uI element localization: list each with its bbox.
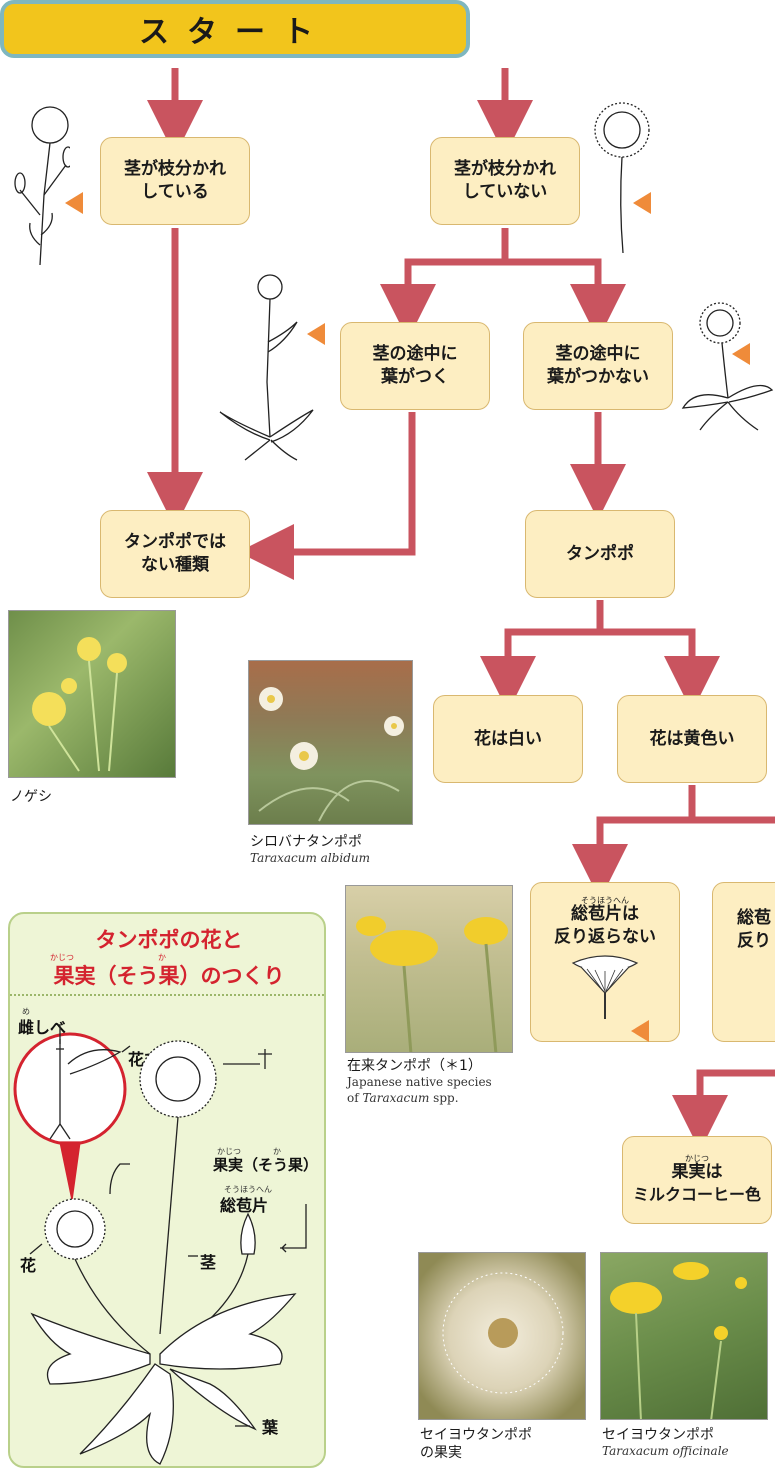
box-dandelion: タンポポ xyxy=(525,510,675,598)
caption-english: Japanese native species xyxy=(347,1075,492,1090)
caption-scientific: Taraxacum officinale xyxy=(602,1444,729,1459)
ruby-text: そうほうへん xyxy=(581,896,629,905)
branched-plant-drawing xyxy=(14,106,70,266)
panel-title-line2: 果実（そう果）のつくり xyxy=(53,964,285,988)
label-pistil: 雌しべ xyxy=(18,1018,67,1037)
box-line: 果実は xyxy=(671,1161,723,1182)
pointer-icon xyxy=(631,1020,649,1042)
caption-japanese: 在来タンポポ（＊1） xyxy=(347,1058,482,1074)
box-line: 花は黄色い xyxy=(649,728,735,749)
pointer-icon xyxy=(307,323,325,345)
photo-zairai xyxy=(345,885,513,1053)
box-line: 総苞片は xyxy=(571,904,639,924)
box-line: タンポポ xyxy=(566,543,634,564)
ruby-text: め xyxy=(22,1007,30,1016)
box-stem-branched: 茎が枝分かれ している xyxy=(100,137,250,225)
box-line: 葉がつかない xyxy=(547,367,649,387)
pointer-icon xyxy=(633,192,651,214)
box-line: していない xyxy=(462,182,548,202)
start-banner: スタート xyxy=(0,0,470,58)
leafy-stem-plant-drawing xyxy=(219,274,314,461)
caption-seiyou-fruit: セイヨウタンポポ の果実 xyxy=(420,1426,532,1462)
box-line: している xyxy=(141,182,209,202)
box-line: タンポポでは xyxy=(124,532,226,553)
box-leaves-on-stem: 茎の途中に 葉がつく xyxy=(340,322,490,410)
ruby-text: そうほうへん xyxy=(224,1185,272,1194)
photo-seiyou xyxy=(600,1252,768,1420)
box-line: 茎が枝分かれ xyxy=(454,159,556,180)
yellow-flowers-icon xyxy=(610,1262,747,1419)
caption-seiyou: セイヨウタンポポ Taraxacum officinale xyxy=(602,1426,729,1460)
box-line: 茎の途中に xyxy=(555,344,641,365)
photo-nogeshi xyxy=(8,610,176,778)
caption-shirobana: シロバナタンポポ Taraxacum albidum xyxy=(250,833,370,867)
caption-italic: Taraxacum xyxy=(362,1090,430,1105)
box-line: 反り xyxy=(737,930,771,951)
label-fruit: 果実（そう果） xyxy=(213,1156,319,1174)
ruby-text: かじつ xyxy=(50,953,74,962)
box-yellow-flower: 花は黄色い xyxy=(617,695,767,783)
caption-text: spp. xyxy=(429,1090,459,1105)
dandelion-anatomy-drawing xyxy=(13,1024,307,1465)
white-flowers-icon xyxy=(258,687,404,822)
box-line: 葉がつく xyxy=(381,367,449,387)
ruby-text: かじつ か xyxy=(217,1147,281,1156)
panel-title-line1: タンポポの花と xyxy=(95,928,243,952)
box-bracts-not-reflexed: そうほうへん 総苞片は 反り返らない xyxy=(530,882,680,1042)
yellow-flowers-icon xyxy=(356,916,508,1052)
box-not-dandelion: タンポポでは ない種類 xyxy=(100,510,250,598)
box-line: ない種類 xyxy=(141,555,209,575)
caption-zairai: 在来タンポポ（＊1） Japanese native species of Ta… xyxy=(347,1057,492,1106)
box-fruit-milk-coffee: かじつ 果実は ミルクコーヒー色 xyxy=(622,1136,772,1224)
yellow-flowers-icon xyxy=(32,637,127,772)
ruby-text: かじつ xyxy=(685,1153,709,1163)
caption-scientific: Taraxacum albidum xyxy=(250,851,370,866)
caption-japanese: シロバナタンポポ xyxy=(250,834,362,850)
flowerhead-bracts-closed-icon xyxy=(571,955,639,1019)
box-line: 反り返らない xyxy=(554,926,656,947)
divider xyxy=(10,994,324,996)
box-white-flower: 花は白い xyxy=(433,695,583,783)
box-line: 茎が枝分かれ xyxy=(124,159,226,180)
box-line: ミルクコーヒー色 xyxy=(632,1184,761,1204)
ruby-text: か xyxy=(158,953,166,962)
rosette-plant-drawing xyxy=(681,302,774,431)
label-leaf: 葉 xyxy=(262,1418,279,1437)
structure-panel: タンポポの花と かじつ か 果実（そう果）のつくり め 雌しべ 花びら かじつ … xyxy=(8,912,326,1468)
box-no-leaves-on-stem: 茎の途中に 葉がつかない xyxy=(523,322,673,410)
caption-line: セイヨウタンポポ xyxy=(420,1427,532,1443)
box-line: 茎の途中に xyxy=(372,344,458,365)
box-stem-not-branched: 茎が枝分かれ していない xyxy=(430,137,580,225)
pointer-icon xyxy=(732,343,750,365)
caption-english-2: of Taraxacum spp. xyxy=(347,1091,492,1107)
unbranched-plant-drawing xyxy=(594,102,650,254)
label-stem: 茎 xyxy=(200,1253,217,1272)
label-bracts: 総苞片 xyxy=(220,1196,269,1215)
seed-head-icon xyxy=(442,1272,564,1394)
box-line: 花は白い xyxy=(474,728,542,749)
pointer-icon xyxy=(65,192,83,214)
box-bracts-reflexed: 総苞 反り xyxy=(712,882,775,1042)
caption-nogeshi: ノゲシ xyxy=(10,789,52,805)
photo-shirobana xyxy=(248,660,413,825)
label-flower: 花 xyxy=(20,1256,37,1275)
caption-japanese: セイヨウタンポポ xyxy=(602,1427,714,1443)
caption-line: の果実 xyxy=(420,1445,462,1462)
box-line: 総苞 xyxy=(737,908,771,928)
start-label: スタート xyxy=(139,15,331,50)
photo-seiyou-fruit xyxy=(418,1252,586,1420)
caption-text: of xyxy=(347,1090,363,1105)
